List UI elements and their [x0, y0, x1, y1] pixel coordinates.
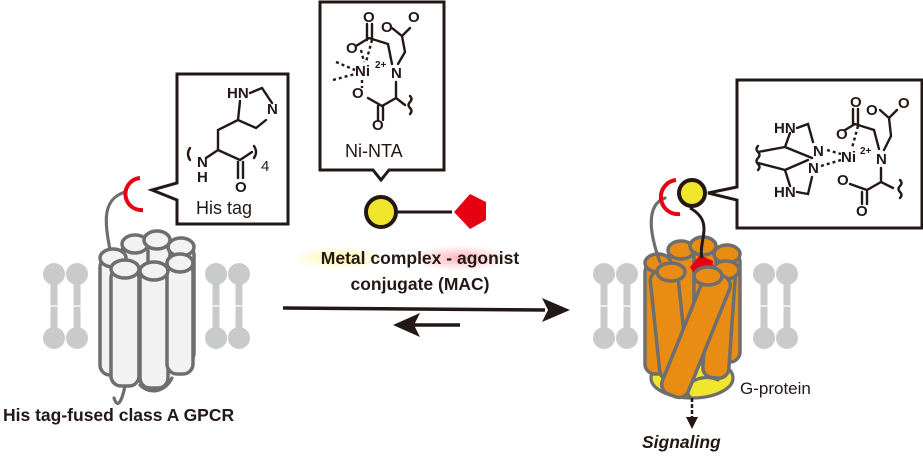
mac-label: Metal complex - agonist conjugate (MAC)	[292, 245, 519, 294]
atom-o-carbonyl: O	[235, 179, 247, 196]
inactive-gpcr-label: His tag-fused class A GPCR	[3, 405, 234, 425]
his-ni-nta-complex-box: HN HN N N Ni 2+ N O O O O O O	[707, 78, 923, 230]
agonist-pentagon-icon	[454, 194, 486, 229]
ni-nta-structure-box: O O O O O O Ni 2+ N Ni-NTA	[318, 0, 446, 183]
mac-linker	[689, 206, 706, 259]
atom-o: O	[856, 203, 868, 220]
atom-o: O	[866, 102, 878, 119]
ni-charge: 2+	[860, 146, 872, 157]
atom-n: N	[267, 101, 278, 118]
repeat-count: 4	[261, 158, 269, 175]
atom-ni: Ni	[841, 149, 856, 166]
atom-o: O	[381, 19, 393, 36]
mac-label-line2: conjugate (MAC)	[350, 274, 489, 294]
bound-metal-complex-icon	[677, 178, 707, 208]
mac-label-line1: Metal complex - agonist	[321, 248, 520, 268]
inactive-gpcr: His tag-fused class A GPCR	[3, 176, 250, 425]
atom-o: O	[898, 95, 910, 112]
lipid-bilayer-right	[205, 263, 250, 349]
mac-molecule	[364, 194, 486, 229]
atom-o: O	[363, 9, 375, 26]
atom-hn: HN	[227, 85, 249, 102]
his-tag-arc	[123, 176, 144, 213]
atom-n: N	[808, 160, 819, 177]
atom-o: O	[850, 94, 862, 111]
active-gpcr: G-protein Signaling	[593, 178, 811, 452]
metal-complex-icon	[364, 195, 398, 229]
his-tag-arc	[658, 178, 681, 217]
lipid-bilayer-left	[43, 263, 88, 349]
atom-o: O	[408, 9, 420, 26]
atom-n: N	[391, 65, 402, 82]
ni-charge: 2+	[375, 60, 387, 71]
g-protein-label: G-protein	[740, 379, 811, 398]
atom-hn: HN	[774, 184, 796, 201]
atom-o: O	[372, 117, 384, 134]
atom-n-amide: N	[197, 154, 208, 171]
equilibrium-arrows	[282, 298, 570, 337]
ni-nta-caption: Ni-NTA	[345, 141, 403, 161]
helix-bundle-inactive	[98, 229, 196, 405]
lipid-bilayer-left	[593, 263, 638, 349]
atom-n: N	[876, 151, 887, 168]
atom-o: O	[352, 85, 364, 102]
his-tag-caption: His tag	[196, 198, 252, 218]
atom-hn: HN	[774, 120, 796, 137]
atom-o: O	[837, 172, 849, 189]
atom-n: N	[813, 143, 824, 160]
his-tag-structure-box: HN N N H O 4 His tag	[147, 72, 290, 226]
atom-h-amide: H	[197, 169, 208, 186]
helix-bundle-active	[643, 235, 742, 400]
lipid-bilayer-right	[753, 263, 798, 349]
signaling-label: Signaling	[642, 432, 721, 452]
atom-ni: Ni	[355, 63, 370, 80]
atom-o: O	[346, 40, 358, 57]
